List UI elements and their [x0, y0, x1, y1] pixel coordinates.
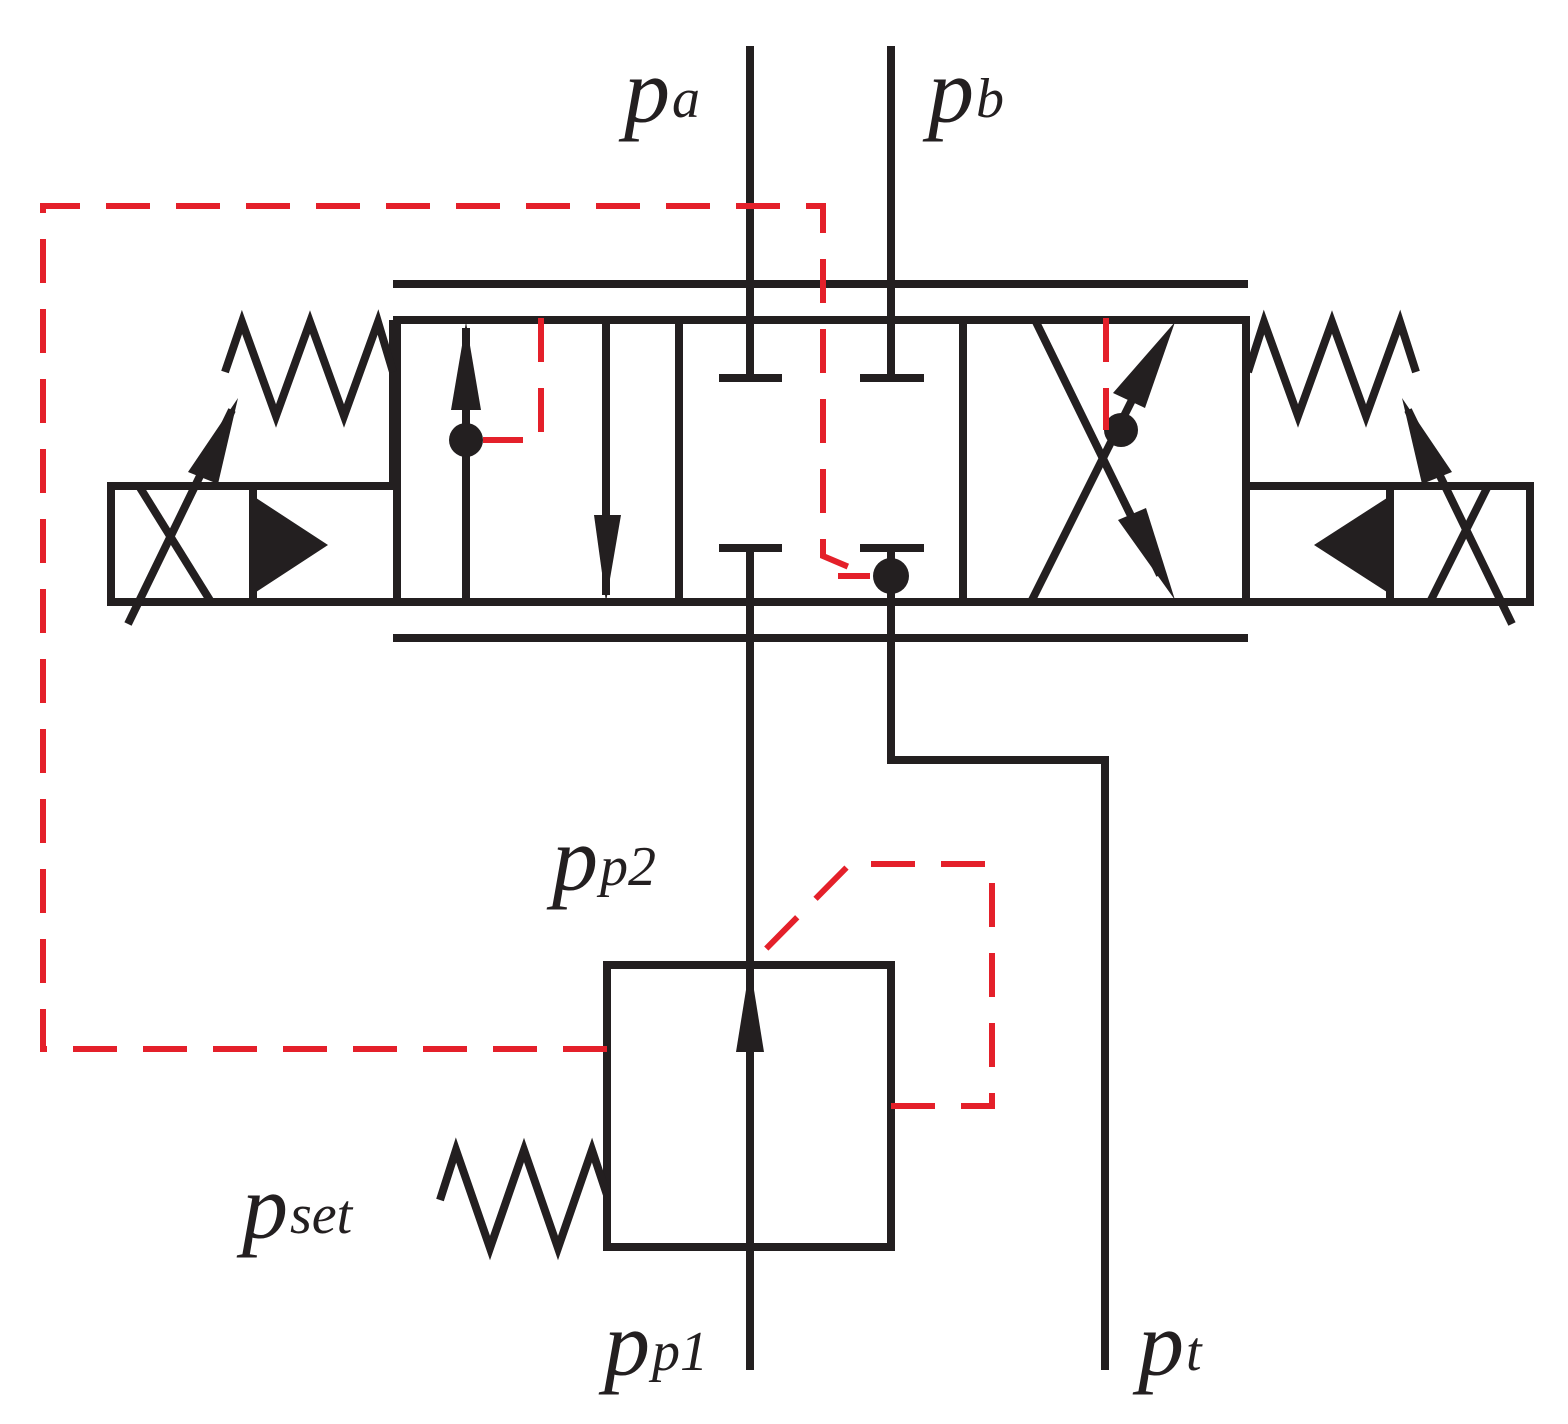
right-spring — [1244, 309, 1420, 428]
envelope-cross-flow — [1028, 320, 1175, 602]
right-solenoid-triangle — [1314, 496, 1390, 594]
label-pp2: pp2 — [546, 808, 656, 910]
label-pt: pt — [1132, 1293, 1203, 1395]
pressure-compensator — [436, 961, 895, 1261]
right-solenoid-actuator — [1244, 309, 1534, 626]
directional-valve — [393, 280, 1250, 1370]
compensator-flow-arrow — [736, 965, 764, 1052]
pilot-line-compensator — [747, 861, 995, 1109]
left-solenoid-triangle — [253, 496, 328, 594]
compensator-spring — [436, 1137, 611, 1261]
label-pa: pa — [618, 40, 700, 142]
envelope-parallel-flow — [449, 322, 621, 602]
label-pb: pb — [922, 40, 1004, 142]
label-pset: pset — [236, 1156, 354, 1258]
tank-return-line — [887, 576, 1109, 1370]
left-spring — [221, 309, 397, 428]
left-solenoid-actuator — [107, 309, 397, 626]
pilot-line-left-envelope — [483, 318, 544, 443]
label-pp1: pp1 — [598, 1293, 708, 1395]
pilot-line-load-sensing — [40, 203, 872, 1052]
